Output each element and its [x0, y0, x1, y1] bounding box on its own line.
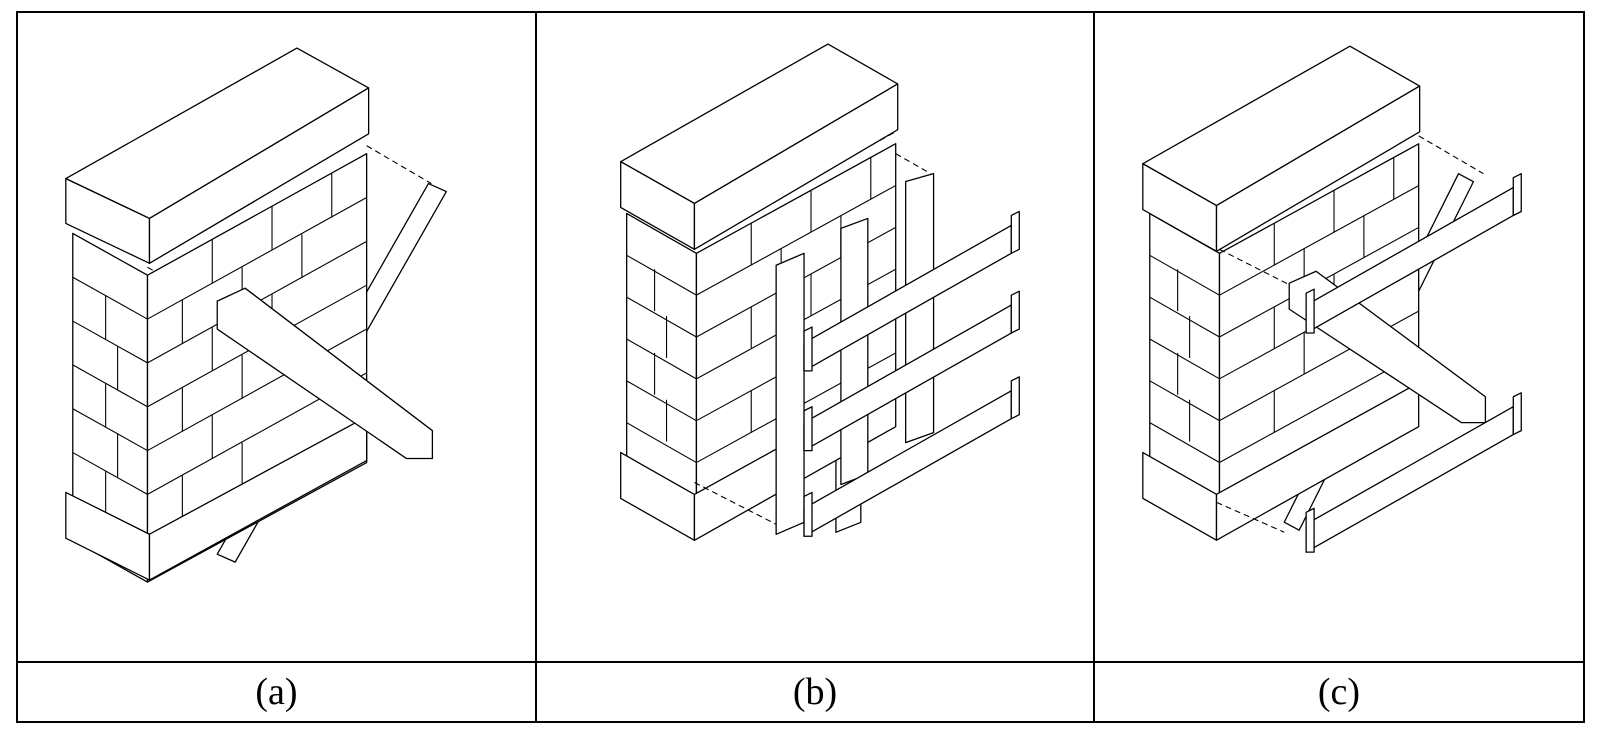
panel-a-label: (a): [16, 661, 537, 723]
panel-c-label: (c): [1093, 661, 1585, 723]
panel-b-cell: [535, 11, 1095, 663]
figure-table: (a) (b) (c): [16, 11, 1585, 723]
panel-a-cell: [16, 11, 537, 663]
panel-c-illustration: [1142, 45, 1522, 553]
panel-c-cell: [1093, 11, 1585, 663]
panel-b-illustration: [620, 43, 1020, 541]
panel-b-label: (b): [535, 661, 1095, 723]
panel-a-illustration: [65, 47, 447, 583]
